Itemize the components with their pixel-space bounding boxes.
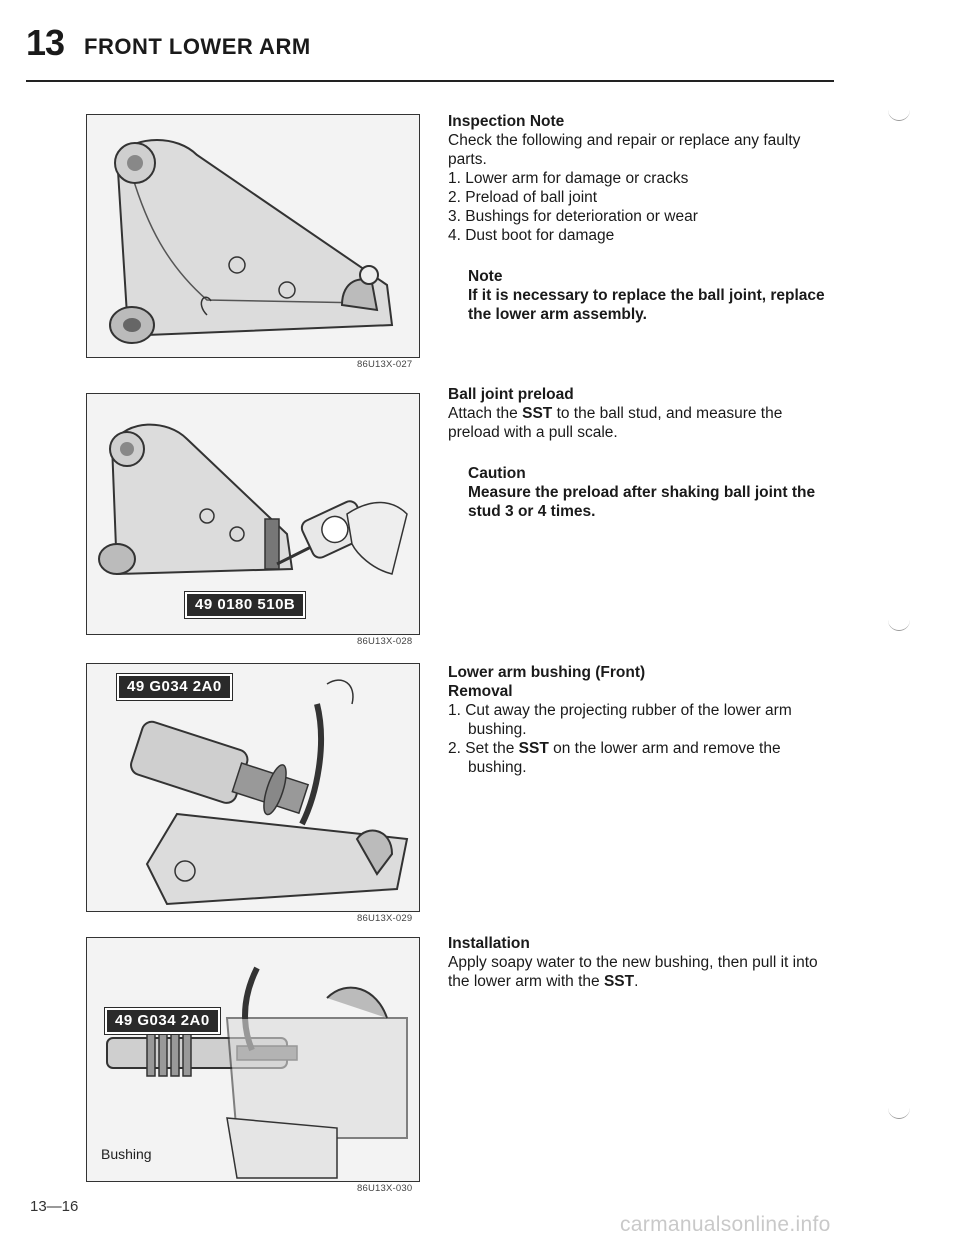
edge-mark <box>888 620 910 631</box>
caution-heading: Caution <box>468 465 526 482</box>
figure-code: 86U13X-027 <box>357 359 413 370</box>
list-item: 1. Cut away the projecting rubber of the… <box>448 702 792 738</box>
removal-subheading: Removal <box>448 683 513 700</box>
list-item: 1. Lower arm for damage or cracks <box>448 170 689 187</box>
figure-bushing-removal: 49 G034 2A0 <box>86 663 420 912</box>
bushing-installation-illustration <box>87 938 419 1181</box>
figure-code: 86U13X-029 <box>357 913 413 924</box>
inspection-heading: Inspection Note <box>448 113 565 130</box>
list-item: 3. Bushings for deterioration or wear <box>448 208 698 225</box>
list-item: 4. Dust boot for damage <box>448 227 615 244</box>
watermark: carmanualsonline.info <box>620 1213 831 1236</box>
installation-heading: Installation <box>448 935 530 952</box>
page-number: 13—16 <box>30 1198 79 1215</box>
figure-lower-arm <box>86 114 420 358</box>
edge-mark <box>888 110 910 121</box>
figure-code: 86U13X-030 <box>357 1183 413 1194</box>
sst-tag: 49 0180 510B <box>183 591 307 619</box>
sst-tag: 49 G034 2A0 <box>104 1007 221 1035</box>
installation-section: Installation Apply soapy water to the ne… <box>448 934 838 991</box>
installation-text: Apply soapy water to the new bushing, th… <box>448 954 818 990</box>
chapter-title: FRONT LOWER ARM <box>84 34 311 59</box>
figure-code: 86U13X-028 <box>357 636 413 647</box>
chapter-number: 13 <box>26 22 65 63</box>
bushing-heading: Lower arm bushing (Front) <box>448 664 646 681</box>
preload-section: Ball joint preload Attach the SST to the… <box>448 385 838 521</box>
removal-list: 1. Cut away the projecting rubber of the… <box>448 701 838 777</box>
bushing-label: Bushing <box>101 1146 152 1162</box>
preload-heading: Ball joint preload <box>448 386 574 403</box>
inspection-intro: Check the following and repair or replac… <box>448 132 801 168</box>
preload-text: Attach the SST to the ball stud, and mea… <box>448 405 783 441</box>
caution-text: Measure the preload after shaking ball j… <box>468 484 816 520</box>
list-item: 2. Set the SST on the lower arm and remo… <box>448 740 781 776</box>
sst-tag: 49 G034 2A0 <box>116 673 233 701</box>
bushing-removal-section: Lower arm bushing (Front) Removal 1. Cut… <box>448 663 838 777</box>
note-text: If it is necessary to replace the ball j… <box>468 287 825 323</box>
list-item: 2. Preload of ball joint <box>448 189 598 206</box>
header-rule <box>26 80 834 82</box>
preload-caution: Caution Measure the preload after shakin… <box>468 464 838 521</box>
figure-ball-joint-preload: 49 0180 510B <box>86 393 420 635</box>
inspection-list: 1. Lower arm for damage or cracks 2. Pre… <box>448 169 838 245</box>
lower-arm-illustration <box>87 115 419 357</box>
note-heading: Note <box>468 268 503 285</box>
figure-bushing-installation: 49 G034 2A0 Bushing <box>86 937 420 1182</box>
inspection-section: Inspection Note Check the following and … <box>448 112 838 324</box>
edge-mark <box>888 1108 910 1119</box>
bushing-removal-illustration <box>87 664 419 911</box>
inspection-note: Note If it is necessary to replace the b… <box>468 267 838 324</box>
page-header: 13 FRONT LOWER ARM <box>26 22 834 82</box>
